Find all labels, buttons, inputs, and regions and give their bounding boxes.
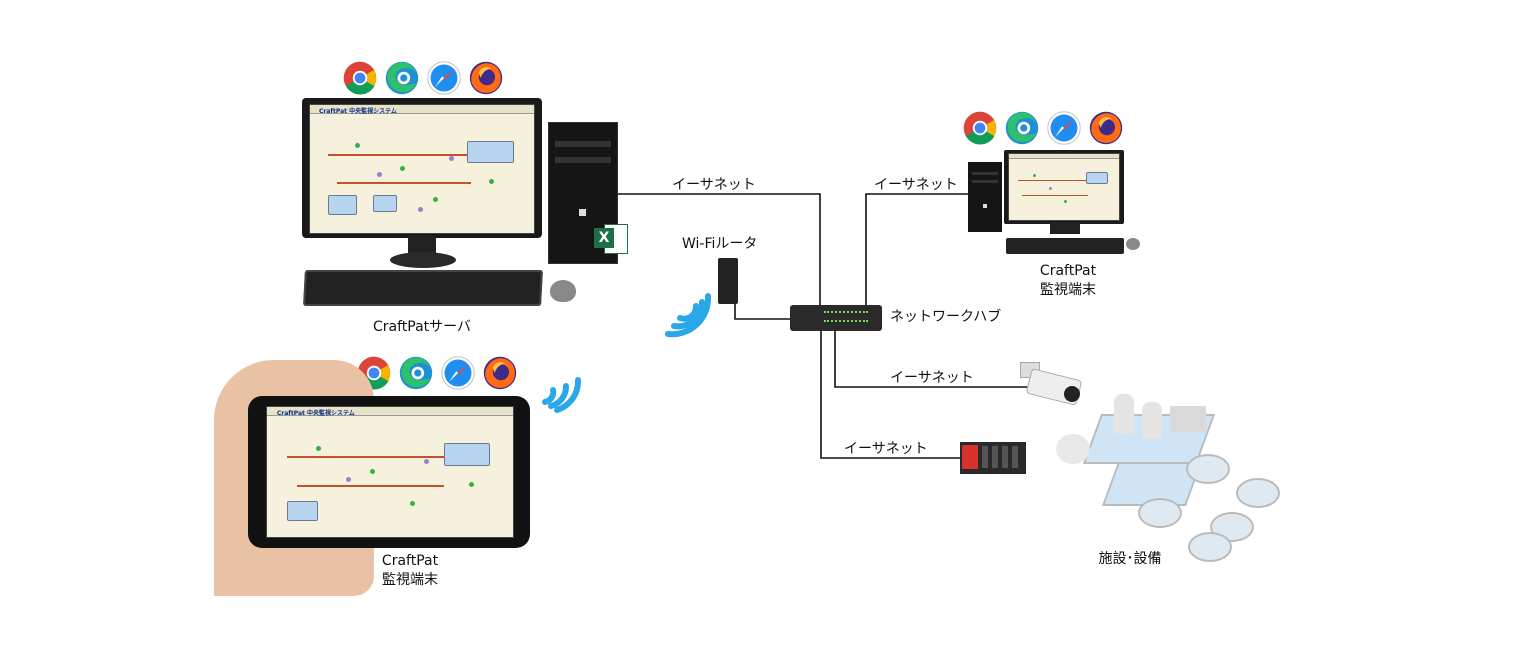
- camera-ethernet-label: イーサネット: [890, 370, 974, 386]
- server-keyboard: [303, 270, 543, 306]
- server-monitor-stand: [408, 236, 436, 256]
- server-browser-icons: [342, 60, 506, 96]
- wifi-router: [718, 258, 738, 304]
- terminal-monitor: [1004, 150, 1124, 224]
- router-hub-line: [734, 300, 790, 320]
- edge-icon: [384, 60, 420, 96]
- facility-illustration: [1050, 392, 1290, 572]
- excel-icon: X: [594, 222, 628, 254]
- mobile-screen: CraftPat 中央監視システム: [266, 406, 514, 538]
- chrome-icon: [342, 60, 378, 96]
- terminal-label: CraftPat 監視端末: [1040, 262, 1096, 300]
- mobile-label-sub: 監視端末: [381, 572, 438, 588]
- camera-ethernet-line: [834, 330, 1030, 388]
- terminal-ethernet-line: [865, 193, 968, 305]
- network-hub-label: ネットワークハブ: [890, 309, 1002, 325]
- terminal-tower: [968, 162, 1002, 232]
- screen-title: CraftPat 中央監視システム: [318, 108, 397, 116]
- facility-label: 施設･設備: [1098, 551, 1162, 567]
- router-wifi-icon: [665, 293, 712, 338]
- mobile-label: CraftPat 監視端末: [382, 552, 438, 590]
- network-hub: [790, 305, 882, 331]
- security-camera: [1020, 362, 1083, 408]
- server-screen: CraftPat 中央監視システム: [309, 104, 535, 234]
- mobile-wifi-icon: [542, 377, 582, 413]
- screen-title: CraftPat 中央監視システム: [276, 410, 355, 418]
- safari-icon: [440, 355, 476, 391]
- edge-icon: [1004, 110, 1040, 146]
- terminal-screen: [1008, 153, 1120, 221]
- safari-icon: [426, 60, 462, 96]
- terminal-label-sub: 監視端末: [1039, 282, 1096, 298]
- terminal-mouse: [1126, 238, 1140, 250]
- server-ethernet-label: イーサネット: [672, 177, 756, 193]
- server-ethernet-line: [615, 193, 821, 306]
- firefox-icon: [482, 355, 518, 391]
- server-monitor-base: [390, 252, 456, 268]
- mobile-label-name: CraftPat: [381, 553, 439, 569]
- plc-ethernet-line: [820, 330, 960, 459]
- terminal-label-name: CraftPat: [1039, 263, 1097, 279]
- firefox-icon: [1088, 110, 1124, 146]
- terminal-ethernet-label: イーサネット: [874, 177, 958, 193]
- wifi-router-label: Wi-Fiルータ: [682, 236, 758, 252]
- server-mouse: [550, 280, 576, 302]
- mobile-device: CraftPat 中央監視システム: [248, 396, 530, 548]
- server-monitor: CraftPat 中央監視システム: [302, 98, 542, 238]
- terminal-browser-icons: [962, 110, 1126, 146]
- mobile-browser-icons: [356, 355, 520, 391]
- edge-icon: [398, 355, 434, 391]
- plc-ethernet-label: イーサネット: [844, 441, 928, 457]
- plc-unit: [960, 442, 1026, 474]
- safari-icon: [1046, 110, 1082, 146]
- terminal-monitor-stand: [1050, 222, 1080, 234]
- terminal-keyboard: [1006, 238, 1124, 254]
- firefox-icon: [468, 60, 504, 96]
- server-label: CraftPatサーバ: [372, 319, 472, 335]
- chrome-icon: [962, 110, 998, 146]
